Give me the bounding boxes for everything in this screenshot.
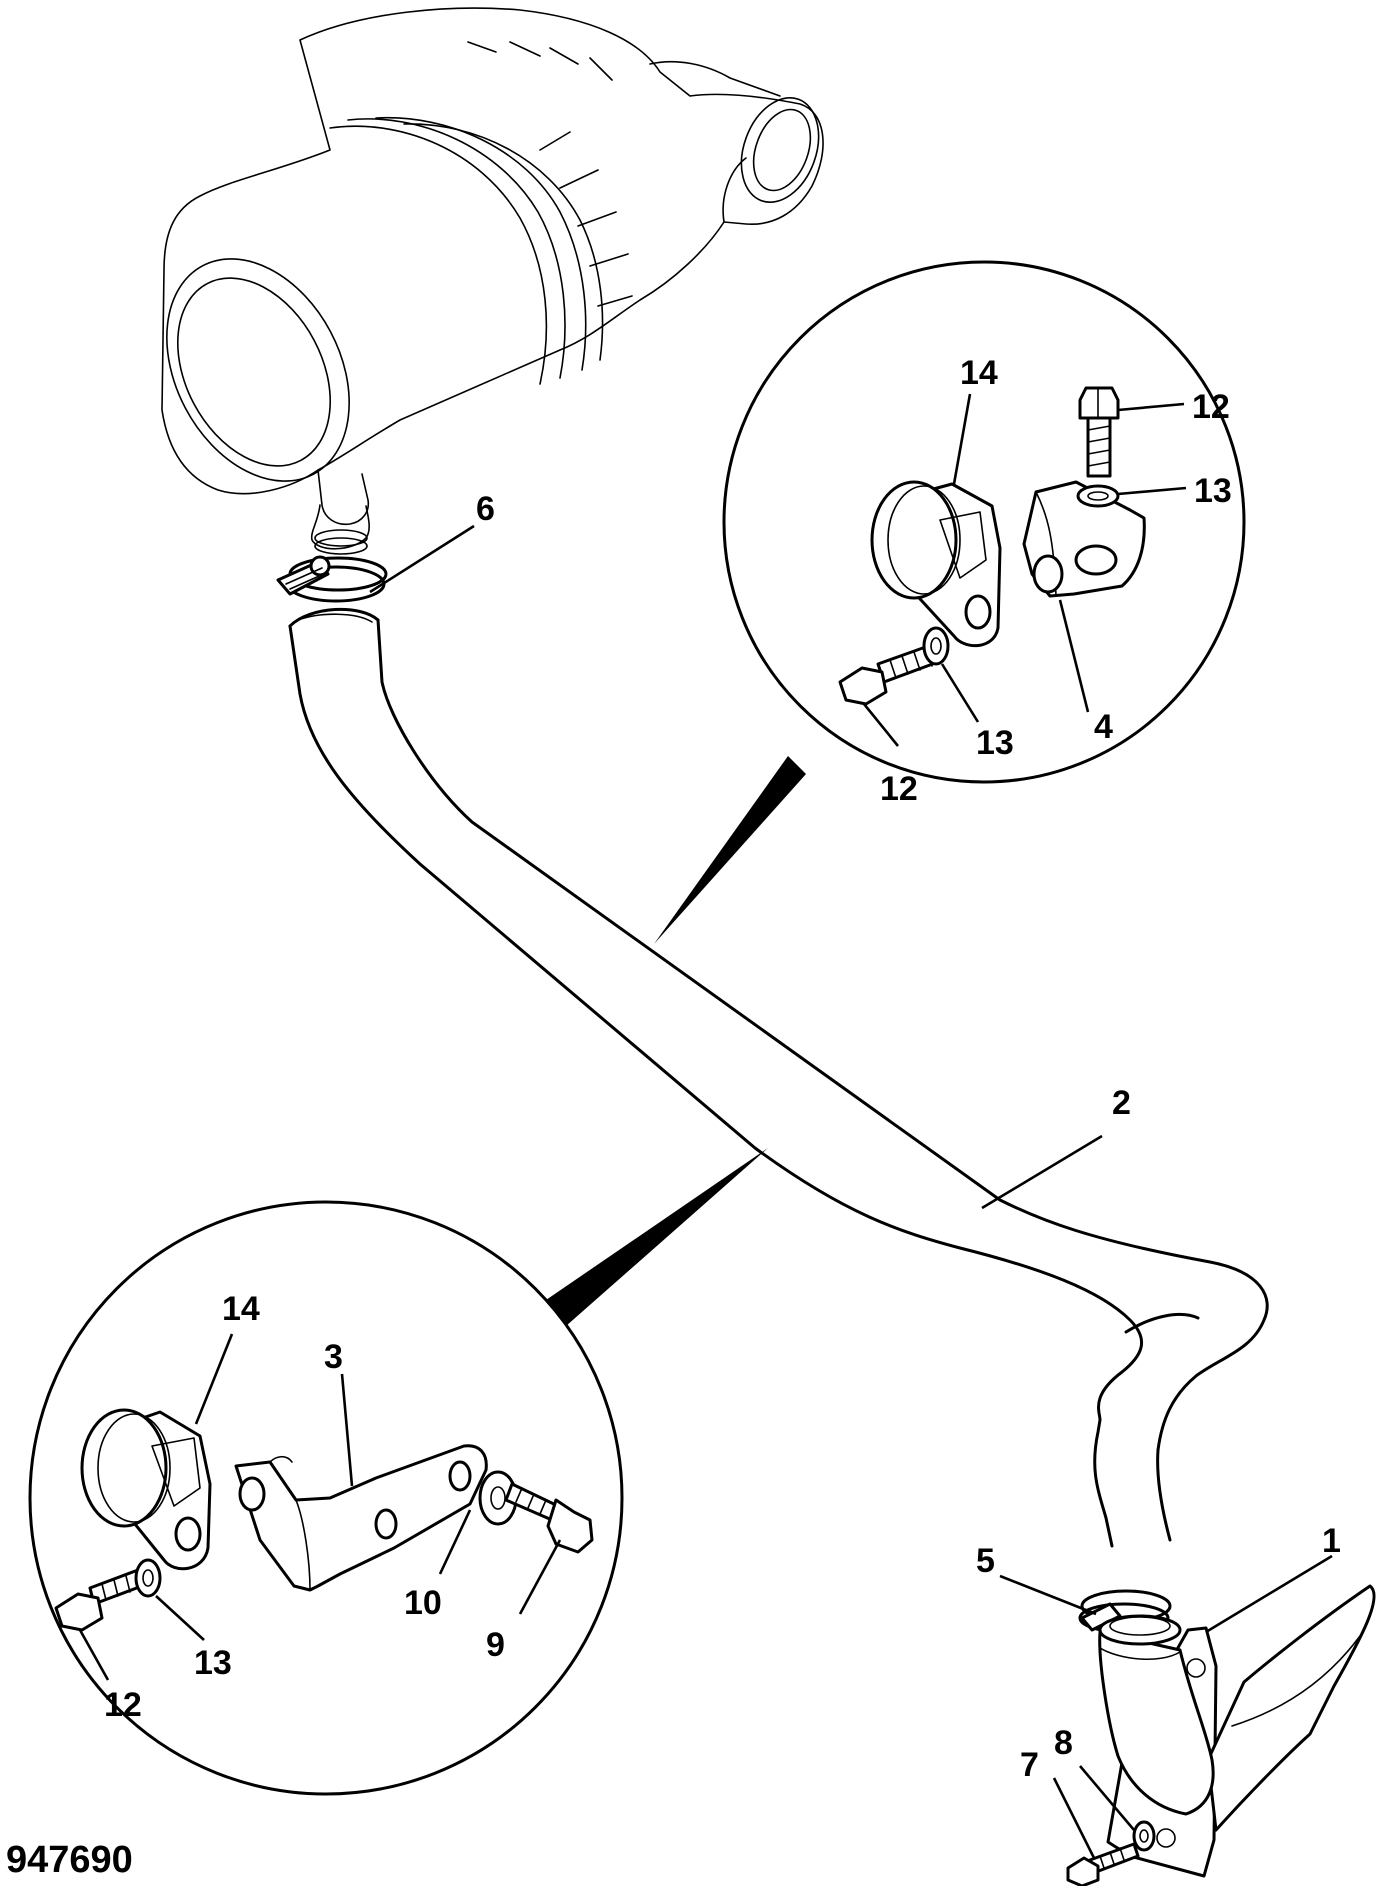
callout-13-lower: 13: [194, 1644, 232, 1682]
bracket-4: [1022, 480, 1146, 598]
air-filter-housing: [161, 7, 824, 555]
callout-8: 8: [1054, 1724, 1073, 1762]
hose-clamp-top: [276, 555, 388, 603]
detail-view-upper: [654, 260, 1246, 944]
bolt-12-lower: [54, 1558, 162, 1632]
bracket-3: [234, 1444, 488, 1592]
callout-5: 5: [976, 1542, 995, 1580]
callout-2: 2: [1112, 1084, 1131, 1122]
callout-14-lower: 14: [222, 1290, 260, 1328]
inlet-elbow-bracket: [1066, 1584, 1376, 1886]
detail-view-lower: [28, 1148, 768, 1796]
main-hose: [288, 607, 1269, 1548]
callout-12-lower: 12: [104, 1686, 142, 1724]
bolt-vertical: [1076, 386, 1120, 508]
callout-13-upper-horizontal: 13: [976, 724, 1014, 762]
callout-13-upper-vertical: 13: [1194, 472, 1232, 510]
callout-1: 1: [1322, 1522, 1341, 1560]
callout-14-upper: 14: [960, 354, 998, 392]
callout-12-upper-horizontal: 12: [880, 770, 918, 808]
callout-6: 6: [476, 490, 495, 528]
callout-7: 7: [1020, 1746, 1039, 1784]
rubber-clamp-upper: [870, 480, 1002, 648]
callout-12-upper-vertical: 12: [1192, 388, 1230, 426]
callout-3: 3: [324, 1338, 343, 1376]
callout-labels: 1 2 3 4 5 6 7 8 9 10 12 13 14 13 12 14 1…: [104, 354, 1341, 1784]
bolt-9: [504, 1482, 594, 1554]
figure-number: 947690: [6, 1839, 133, 1881]
callout-10: 10: [404, 1584, 442, 1622]
leader-lines: [78, 393, 1333, 1859]
bolt-horizontal: [838, 626, 950, 706]
callout-4: 4: [1094, 708, 1113, 746]
callout-9: 9: [486, 1626, 505, 1664]
rubber-clamp-lower: [80, 1408, 212, 1571]
